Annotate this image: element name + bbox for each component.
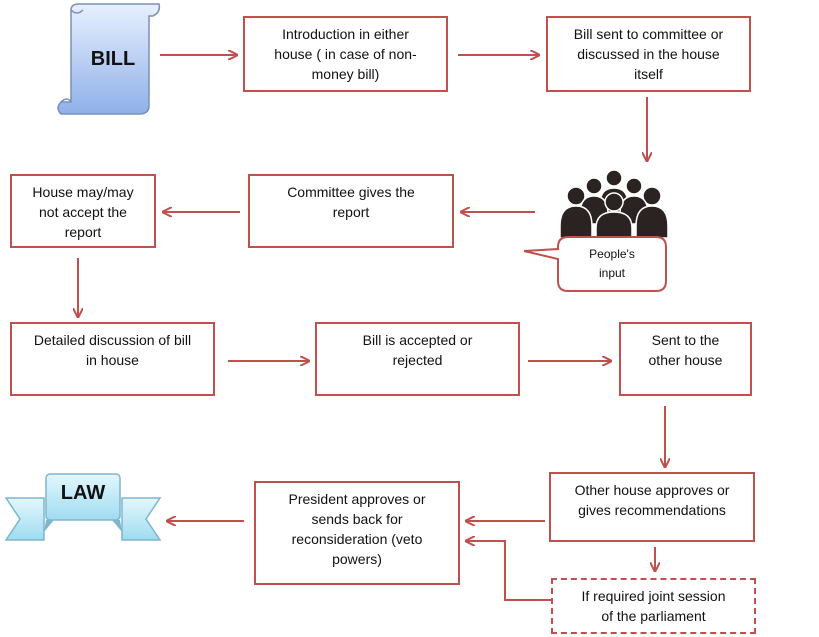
step-committee-report-text: Committee gives the report [287,184,415,220]
step-accepted-rejected-text: Bill is accepted or rejected [362,332,473,368]
step-committee-sent-text: Bill sent to committee or discussed in t… [573,26,724,82]
step-accepted-rejected: Bill is accepted or rejected [315,322,520,396]
step-joint-session-text: If required joint session of the parliam… [581,588,726,624]
peoples-input-label: People's input [589,247,635,280]
law-label: LAW [60,482,106,504]
step-other-approves-text: Other house approves or gives recommenda… [574,482,730,518]
step-committee-report: Committee gives the report [248,174,454,248]
people-group-icon [558,168,670,239]
step-house-accept-text: House may/may not accept the report [32,184,134,240]
step-introduction-text: Introduction in either house ( in case o… [274,26,417,82]
step-joint-session: If required joint session of the parliam… [551,578,756,634]
step-committee-sent: Bill sent to committee or discussed in t… [546,16,751,92]
law-ribbon-icon: LAW [4,472,162,544]
step-other-approves: Other house approves or gives recommenda… [549,472,755,542]
step-other-house: Sent to the other house [619,322,752,396]
step-president: President approves or sends back for rec… [254,481,460,585]
step-other-house-text: Sent to the other house [648,332,723,368]
step-detailed-discussion: Detailed discussion of bill in house [10,322,215,396]
step-house-accept: House may/may not accept the report [10,174,156,248]
arrow-joint-to-president [467,541,553,601]
bill-label: BILL [90,48,136,70]
step-detailed-discussion-text: Detailed discussion of bill in house [33,332,192,368]
step-president-text: President approves or sends back for rec… [288,491,426,567]
step-introduction: Introduction in either house ( in case o… [243,16,448,92]
peoples-input-bubble: People's input [520,233,670,293]
bill-scroll-icon: BILL [55,2,161,116]
